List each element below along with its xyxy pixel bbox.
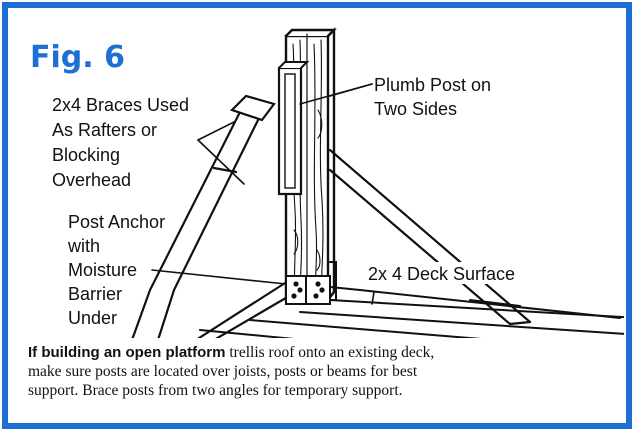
caption-line-3: support. Brace posts from two angles for… (28, 382, 403, 399)
caption-line-2: make sure posts are located over joists,… (28, 363, 418, 380)
braces-label-line-1: 2x4 Braces Used (52, 95, 189, 115)
caption-lead: If building an open platform (28, 344, 226, 361)
plumb-label: Plumb Post on Two Sides (374, 75, 491, 119)
plumb-label-line-1: Plumb Post on (374, 75, 491, 95)
figure-title: Fig. 6 (30, 40, 125, 75)
left-braces (131, 94, 298, 338)
anchor-label-line-4: Barrier (68, 284, 122, 304)
braces-label-line-2: As Rafters or (52, 120, 157, 140)
right-brace (328, 148, 532, 326)
anchor-label-line-5: Under (68, 308, 117, 328)
plumb-post (277, 27, 337, 302)
anchor-label: Post Anchor with Moisture Barrier Under (67, 212, 165, 328)
braces-label-line-3: Blocking (52, 145, 120, 165)
deck-label: 2x 4 Deck Surface (368, 264, 515, 284)
braces-label: 2x4 Braces Used As Rafters or Blocking O… (52, 95, 189, 190)
plumb-label-line-2: Two Sides (374, 99, 457, 119)
anchor-label-line-3: Moisture (68, 260, 137, 280)
caption: If building an open platform trellis roo… (28, 343, 618, 400)
figure-border (2, 2, 632, 429)
anchor-label-line-1: Post Anchor (68, 212, 165, 232)
caption-line-1: trellis roof onto an existing deck, (225, 344, 435, 361)
anchor-label-line-2: with (67, 236, 100, 256)
post-anchor (285, 275, 331, 305)
braces-label-line-4: Overhead (52, 170, 131, 190)
leader-lines (151, 83, 375, 305)
